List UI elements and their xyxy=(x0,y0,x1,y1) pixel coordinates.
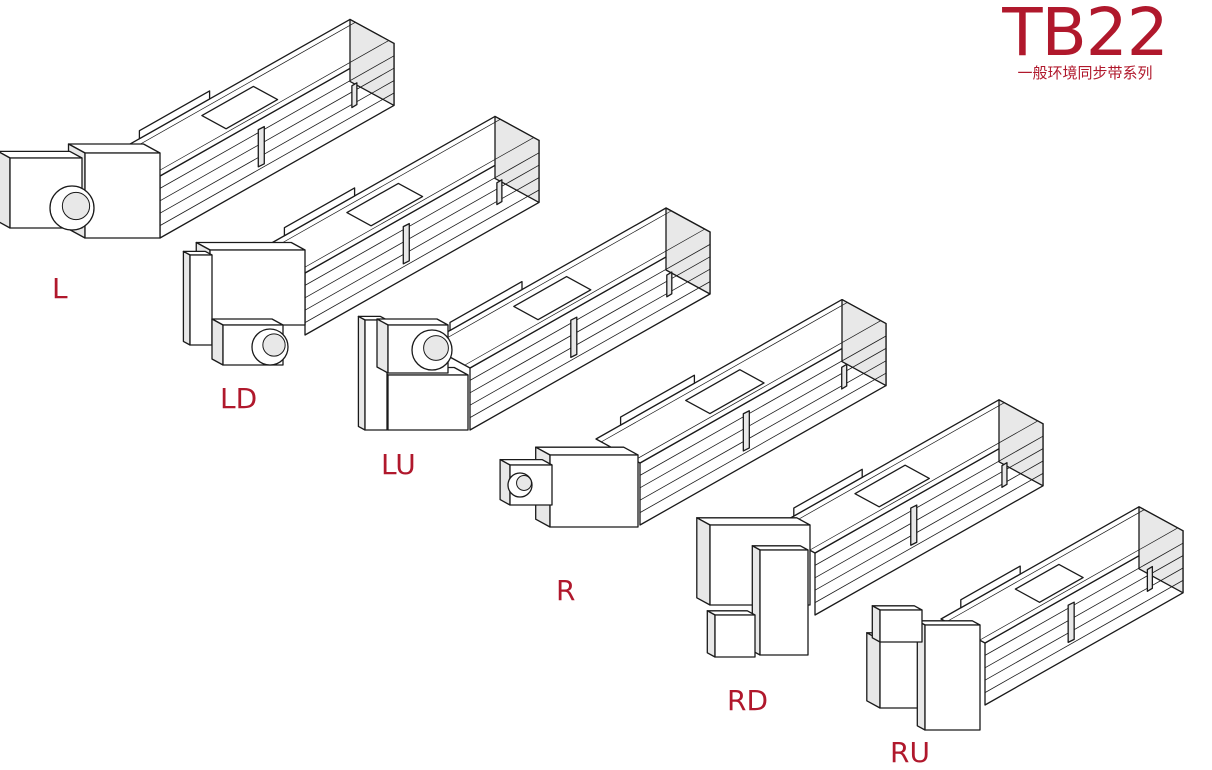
edge-line xyxy=(469,281,711,418)
actuator-lu xyxy=(357,207,711,431)
edge-line xyxy=(304,189,540,323)
slider-clamp xyxy=(496,179,503,206)
edge-line xyxy=(814,435,1044,566)
scale-strip xyxy=(619,374,696,426)
edge-line xyxy=(601,302,848,443)
end-block-top xyxy=(696,517,811,526)
motor-housing-front xyxy=(879,609,923,643)
edge-line xyxy=(984,580,1184,693)
motor-housing-side xyxy=(706,610,716,658)
model-name: TB22 xyxy=(1002,0,1169,71)
series-subtitle: 一般环境同步带系列 xyxy=(1017,64,1153,82)
edge-line xyxy=(814,473,1044,603)
scale-strip xyxy=(283,187,356,237)
cover-plate-front xyxy=(759,549,809,656)
carriage-plate xyxy=(201,85,279,130)
motor-housing-side xyxy=(376,318,389,374)
edge-line xyxy=(464,228,705,366)
slider-clamp xyxy=(742,410,750,452)
motor-shaft-cover xyxy=(423,335,449,361)
edge-line xyxy=(304,152,540,286)
end-block-front xyxy=(209,249,306,326)
edge-line xyxy=(469,244,711,381)
variant-label-rd: RD xyxy=(727,684,769,717)
edge-line xyxy=(776,402,1005,533)
slider-clamp xyxy=(910,504,918,546)
slider-clamp xyxy=(1001,462,1008,489)
actuator-ld xyxy=(182,115,540,366)
motor-housing-side xyxy=(0,151,11,229)
edge-line xyxy=(984,542,1184,656)
cover-plate-side xyxy=(182,250,191,346)
slider-clamp xyxy=(841,363,848,390)
rail-end-cap xyxy=(494,115,540,204)
motor-housing-top xyxy=(0,150,83,159)
variant-label-r: R xyxy=(556,574,576,607)
actuator-r xyxy=(499,298,887,528)
slider-clamp xyxy=(1067,601,1075,644)
edge-line xyxy=(639,335,887,476)
carriage-plate xyxy=(346,182,424,227)
end-block-top xyxy=(195,241,306,251)
carriage-plate xyxy=(685,369,765,415)
edge-line xyxy=(639,372,887,513)
motor-housing-side xyxy=(211,318,224,366)
motor-shaft-cover xyxy=(61,191,91,221)
variant-label-l: L xyxy=(52,272,68,305)
end-block-front xyxy=(84,152,161,239)
end-block-front xyxy=(387,374,469,431)
actuator-ru xyxy=(866,506,1184,731)
scale-strip xyxy=(138,90,211,140)
scale-strip xyxy=(960,565,1021,609)
edge-line xyxy=(159,92,395,226)
edge-line xyxy=(154,40,389,174)
motor-housing-front xyxy=(549,454,639,528)
edge-line xyxy=(979,527,1178,641)
rail-end-cap xyxy=(665,207,711,295)
edge-line xyxy=(431,210,672,348)
rail-end-cap xyxy=(349,18,395,107)
end-block-side xyxy=(696,517,711,606)
edge-line xyxy=(266,118,501,253)
carriage-plate xyxy=(513,275,592,321)
end-block-side xyxy=(866,632,881,709)
cover-plate-side xyxy=(357,315,366,431)
cover-plate-front xyxy=(924,624,981,731)
carriage-plate xyxy=(1014,563,1084,603)
carriage-plate xyxy=(854,464,930,508)
rail-end-cap xyxy=(998,399,1044,487)
motor-housing-top xyxy=(535,446,639,456)
slider-clamp xyxy=(402,222,410,265)
scale-strip xyxy=(793,468,863,517)
slider-clamp xyxy=(351,82,358,109)
product-title: TB22 一般环境同步带系列 xyxy=(995,0,1175,82)
motor-shaft-cover xyxy=(262,333,286,357)
edge-line xyxy=(299,137,534,271)
motor-housing-side xyxy=(871,605,881,643)
scale-strip xyxy=(449,280,523,332)
edge-line xyxy=(159,55,395,189)
actuator-rd xyxy=(696,399,1044,658)
slider-clamp xyxy=(257,125,265,168)
variant-label-lu: LU xyxy=(381,448,416,481)
edge-line xyxy=(809,420,1038,551)
rail-end-cap xyxy=(841,298,887,387)
motor-housing-front xyxy=(714,614,756,658)
edge-line xyxy=(121,21,356,156)
motor-shaft-cover xyxy=(516,475,532,491)
slider-clamp xyxy=(570,316,578,359)
variant-label-ru: RU xyxy=(890,736,930,769)
actuator-l xyxy=(0,18,395,239)
variant-label-ld: LD xyxy=(220,382,258,415)
slider-clamp xyxy=(1146,565,1154,592)
slider-clamp xyxy=(666,271,673,298)
edge-line xyxy=(946,509,1145,623)
cover-plate-front xyxy=(189,254,213,346)
edge-line xyxy=(634,320,881,461)
